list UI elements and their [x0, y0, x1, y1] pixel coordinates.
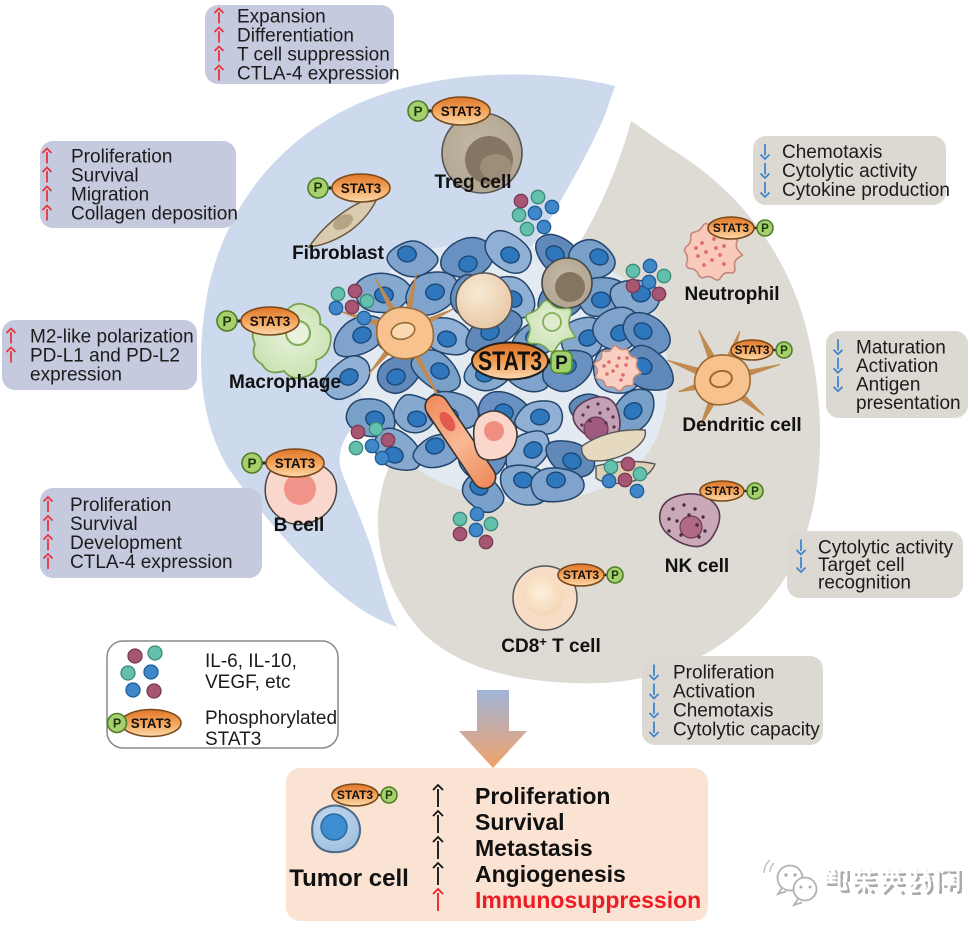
svg-text:Proliferation: Proliferation: [475, 783, 610, 809]
svg-text:Cytolytic activity: Cytolytic activity: [782, 161, 918, 182]
svg-text:Fibroblast: Fibroblast: [292, 243, 385, 264]
svg-text:STAT3: STAT3: [250, 314, 290, 329]
svg-text:Survival: Survival: [70, 514, 138, 535]
svg-text:P: P: [385, 790, 393, 802]
svg-text:Treg cell: Treg cell: [434, 172, 511, 193]
svg-text:STAT3: STAT3: [705, 486, 740, 498]
svg-text:Activation: Activation: [856, 356, 938, 377]
svg-text:STAT3: STAT3: [478, 346, 542, 376]
svg-text:Development: Development: [70, 533, 183, 554]
svg-text:Macrophage: Macrophage: [229, 372, 341, 393]
svg-text:STAT3: STAT3: [713, 221, 750, 235]
svg-text:PD-L1 and PD-L2: PD-L1 and PD-L2: [30, 346, 180, 367]
svg-text:B cell: B cell: [274, 515, 325, 536]
svg-text:Migration: Migration: [71, 185, 149, 206]
svg-text:presentation: presentation: [856, 393, 961, 414]
svg-text:VEGF, etc: VEGF, etc: [205, 672, 291, 693]
svg-text:P: P: [113, 717, 121, 731]
svg-text:STAT3: STAT3: [441, 104, 481, 119]
svg-text:P: P: [611, 570, 619, 582]
svg-text:P: P: [780, 345, 788, 357]
svg-text:CD8+ T cell: CD8+ T cell: [501, 634, 600, 657]
svg-text:STAT3: STAT3: [275, 456, 315, 471]
svg-text:Expansion: Expansion: [237, 7, 326, 28]
svg-text:Collagen deposition: Collagen deposition: [71, 204, 238, 225]
svg-text:Neutrophil: Neutrophil: [685, 284, 780, 305]
svg-text:IL-6, IL-10,: IL-6, IL-10,: [205, 651, 297, 672]
svg-text:Cytolytic capacity: Cytolytic capacity: [673, 720, 820, 741]
svg-text:Dendritic cell: Dendritic cell: [682, 415, 801, 436]
svg-text:Target cell: Target cell: [818, 555, 905, 576]
svg-text:Maturation: Maturation: [856, 337, 946, 358]
svg-text:Proliferation: Proliferation: [673, 663, 774, 684]
svg-text:STAT3: STAT3: [735, 345, 770, 357]
svg-text:P: P: [313, 180, 322, 195]
svg-text:Chemotaxis: Chemotaxis: [782, 142, 882, 163]
svg-text:Proliferation: Proliferation: [70, 495, 171, 516]
svg-text:P: P: [751, 486, 759, 498]
svg-text:expression: expression: [30, 365, 122, 386]
svg-text:Cytokine production: Cytokine production: [782, 180, 950, 201]
svg-text:STAT3: STAT3: [341, 181, 381, 196]
svg-text:Activation: Activation: [673, 682, 755, 703]
svg-text:Metastasis: Metastasis: [475, 835, 593, 861]
svg-text:recognition: recognition: [818, 573, 911, 594]
svg-text:P: P: [761, 223, 769, 235]
svg-text:Immunosuppression: Immunosuppression: [475, 887, 701, 913]
svg-text:P: P: [222, 314, 231, 329]
svg-text:P: P: [555, 353, 568, 374]
svg-text:Phosphorylated: Phosphorylated: [205, 708, 337, 729]
svg-text:Cytolytic activity: Cytolytic activity: [818, 538, 954, 559]
svg-text:STAT3: STAT3: [205, 729, 261, 750]
svg-text:Antigen: Antigen: [856, 374, 920, 395]
svg-text:STAT3: STAT3: [131, 716, 171, 731]
svg-text:Differentiation: Differentiation: [237, 26, 354, 47]
svg-text:Angiogenesis: Angiogenesis: [475, 861, 626, 887]
svg-text:STAT3: STAT3: [563, 568, 600, 582]
svg-text:CTLA-4 expression: CTLA-4 expression: [70, 552, 233, 573]
svg-text:T cell suppression: T cell suppression: [237, 45, 390, 66]
svg-text:Survival: Survival: [475, 809, 565, 835]
svg-text:CTLA-4 expression: CTLA-4 expression: [237, 64, 400, 85]
svg-text:Chemotaxis: Chemotaxis: [673, 701, 773, 722]
svg-text:Tumor cell: Tumor cell: [289, 865, 409, 892]
svg-text:Proliferation: Proliferation: [71, 147, 172, 168]
svg-text:M2-like polarization: M2-like polarization: [30, 327, 194, 348]
svg-text:NK cell: NK cell: [665, 556, 729, 577]
svg-text:STAT3: STAT3: [337, 788, 374, 802]
svg-text:P: P: [247, 456, 256, 471]
svg-text:Survival: Survival: [71, 166, 139, 187]
svg-text:P: P: [413, 104, 422, 119]
